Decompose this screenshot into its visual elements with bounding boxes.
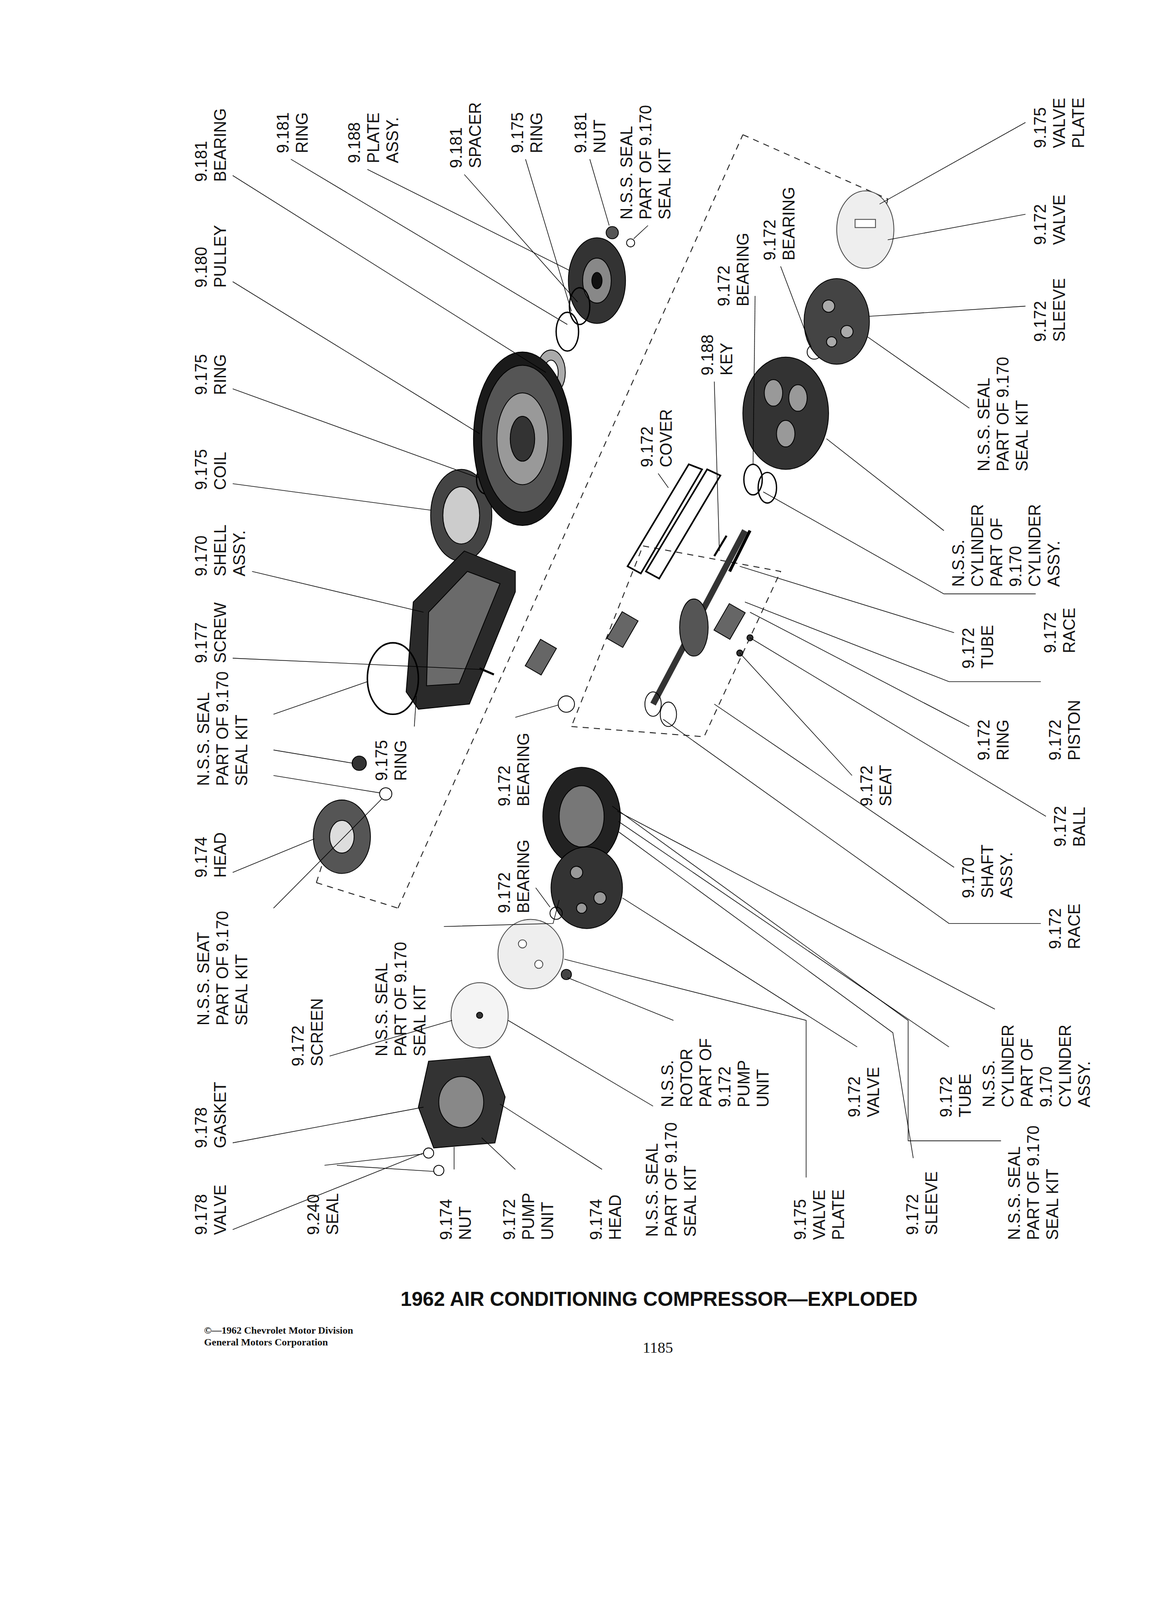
callout-label: 9.172 PISTON: [1045, 687, 1085, 761]
callout-label: 9.172 SEAT: [857, 744, 896, 807]
leader-lines: [232, 122, 1046, 1230]
callout-label: 9.188 PLATE ASSY.: [344, 101, 403, 164]
callout-label: 9.172 SLEEVE: [1030, 269, 1070, 342]
callout-label: 9.181 RING: [273, 91, 312, 154]
callout-label: 9.172 TUBE: [959, 606, 998, 669]
front-head-parts: [418, 695, 623, 1176]
callout-label: 9.172 BEARING: [494, 722, 534, 807]
callout-label: N.S.S. CYLINDER PART OF 9.170 CYLINDER A…: [979, 1012, 1095, 1108]
callout-label: 9.181 SPACER: [446, 95, 485, 169]
callout-label: 9.172 SCREEN: [288, 993, 327, 1067]
callout-label: 9.175 VALVE PLATE: [790, 1178, 849, 1240]
callout-label: N.S.S. SEAT PART OF 9.170 SEAL KIT: [194, 898, 252, 1026]
callout-label: N.S.S. SEAL PART OF 9.170 SEAL KIT: [617, 92, 675, 220]
callout-label: 9.172 COVER: [637, 405, 676, 468]
callout-label: 9.175 COIL: [191, 428, 230, 490]
callout-label: N.S.S. CYLINDER PART OF 9.170 CYLINDER A…: [949, 492, 1064, 587]
clutch-parts: [430, 226, 635, 561]
cylinder-parts: [525, 190, 895, 727]
callout-label: 9.181 BEARING: [191, 98, 230, 182]
callout-label: 9.172 PUMP UNIT: [499, 1178, 558, 1240]
callout-label: 9.174 HEAD: [191, 815, 230, 878]
callout-label: 9.181 NUT: [571, 91, 610, 154]
callout-label: 9.174 HEAD: [586, 1178, 625, 1240]
callout-label: 9.177 SCREW: [191, 601, 230, 664]
callout-label: 9.172 BEARING: [714, 222, 753, 307]
callout-label: 9.175 RING: [372, 719, 411, 781]
callout-label: 9.172 BEARING: [760, 176, 799, 261]
callout-label: N.S.S. ROTOR PART OF 9.172 PUMP UNIT: [658, 1023, 773, 1108]
callout-label: N.S.S. SEAL PART OF 9.170 SEAL KIT: [1004, 1112, 1063, 1240]
page-number: 1185: [642, 1338, 674, 1357]
callout-label: 9.170 SHAFT ASSY.: [959, 836, 1017, 899]
callout-label: 9.175 RING: [191, 333, 230, 395]
callout-label: 9.172 BALL: [1050, 784, 1090, 847]
callout-label: 9.172 RACE: [1045, 887, 1085, 950]
callout-label: 9.172 BEARING: [494, 829, 534, 914]
callout-label: 9.175 RING: [508, 91, 547, 154]
callout-label: 9.240 SEAL: [304, 1173, 343, 1235]
callout-label: N.S.S. SEAL PART OF 9.170 SEAL KIT: [974, 344, 1032, 472]
callout-label: 9.172 TUBE: [936, 1055, 975, 1118]
callout-label: 9.180 PULLEY: [191, 214, 230, 288]
dashed-axis-lines: [316, 134, 888, 909]
diagram-title: 1962 AIR CONDITIONING COMPRESSOR—EXPLODE…: [400, 1287, 918, 1311]
callout-label: N.S.S. SEAL PART OF 9.170 SEAL KIT: [372, 929, 430, 1057]
callout-label: 9.174 NUT: [436, 1178, 475, 1240]
callout-label: 9.172 VALVE: [844, 1055, 884, 1118]
callout-label: N.S.S. SEAL PART OF 9.170 SEAL KIT: [194, 658, 252, 786]
callout-label: 9.178 GASKET: [191, 1075, 230, 1149]
callout-label: 9.178 VALVE: [191, 1173, 230, 1235]
callout-label: 9.172 VALVE: [1030, 183, 1070, 245]
callout-label: 9.172 RING: [974, 698, 1013, 761]
callout-label: 9.175 VALVE PLATE: [1030, 86, 1089, 149]
callout-label: 9.188 KEY: [698, 313, 737, 376]
copyright-note: ©—1962 Chevrolet Motor Division General …: [204, 1324, 355, 1349]
shell-and-head: [313, 550, 515, 874]
callout-label: 9.172 RACE: [1040, 591, 1080, 654]
callout-label: 9.170 SHELL ASSY.: [191, 514, 250, 577]
callout-label: 9.172 SLEEVE: [903, 1162, 942, 1235]
callout-label: N.S.S. SEAL PART OF 9.170 SEAL KIT: [642, 1109, 700, 1237]
